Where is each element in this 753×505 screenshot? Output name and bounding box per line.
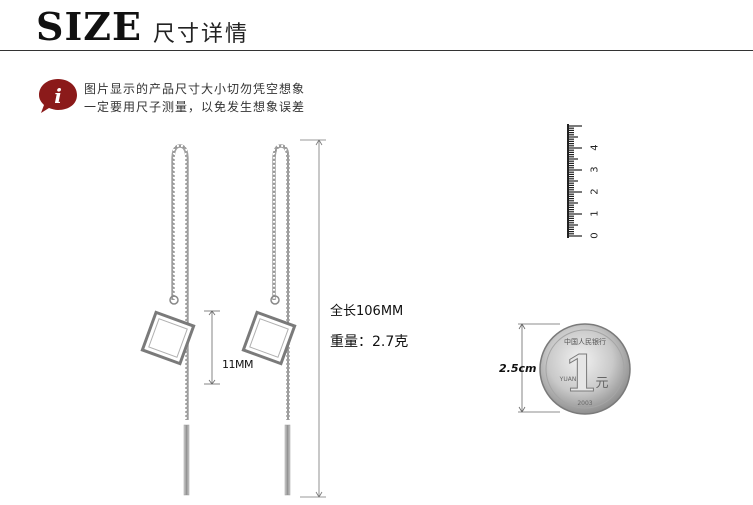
- notice-line-1: 图片显示的产品尺寸大小切勿凭空想象: [84, 82, 306, 96]
- right-earring: [241, 144, 297, 496]
- svg-text:i: i: [54, 84, 62, 108]
- coin-diameter-label: 2.5cm: [499, 362, 537, 375]
- ruler-tick-label: 1: [589, 210, 601, 217]
- notice-line-2: 一定要用尺子测量，以免发生想象误差: [84, 100, 306, 114]
- ruler-tick-label: 4: [589, 144, 601, 151]
- coin-top-text: 中国人民银行: [564, 337, 606, 346]
- coin-unit: 元: [595, 376, 608, 391]
- coin-pinyin: YUAN: [559, 376, 577, 383]
- left-earring: [140, 144, 196, 496]
- header-divider: [0, 50, 753, 51]
- ruler-tick-label: 3: [589, 166, 601, 173]
- weight-label: 重量：2.7克: [330, 334, 409, 350]
- coin: 中国人民银行 1 元 YUAN 2003: [539, 323, 631, 415]
- coin-year: 2003: [577, 400, 592, 407]
- info-icon: i: [39, 79, 77, 113]
- total-length-dimension: [300, 139, 326, 498]
- ruler-tick-label: 0: [589, 232, 601, 239]
- coin-value: 1: [564, 344, 599, 403]
- page-title: SIZE: [36, 4, 142, 49]
- total-length-label: 全长106MM: [330, 304, 404, 319]
- ruler-tick-label: 2: [589, 188, 601, 195]
- pendant-height-label: 11MM: [222, 358, 253, 371]
- pendant-height-dimension: [204, 310, 220, 385]
- page-subtitle: 尺寸详情: [153, 22, 250, 47]
- ruler: [567, 124, 582, 238]
- coin-diameter-dimension: [518, 323, 560, 413]
